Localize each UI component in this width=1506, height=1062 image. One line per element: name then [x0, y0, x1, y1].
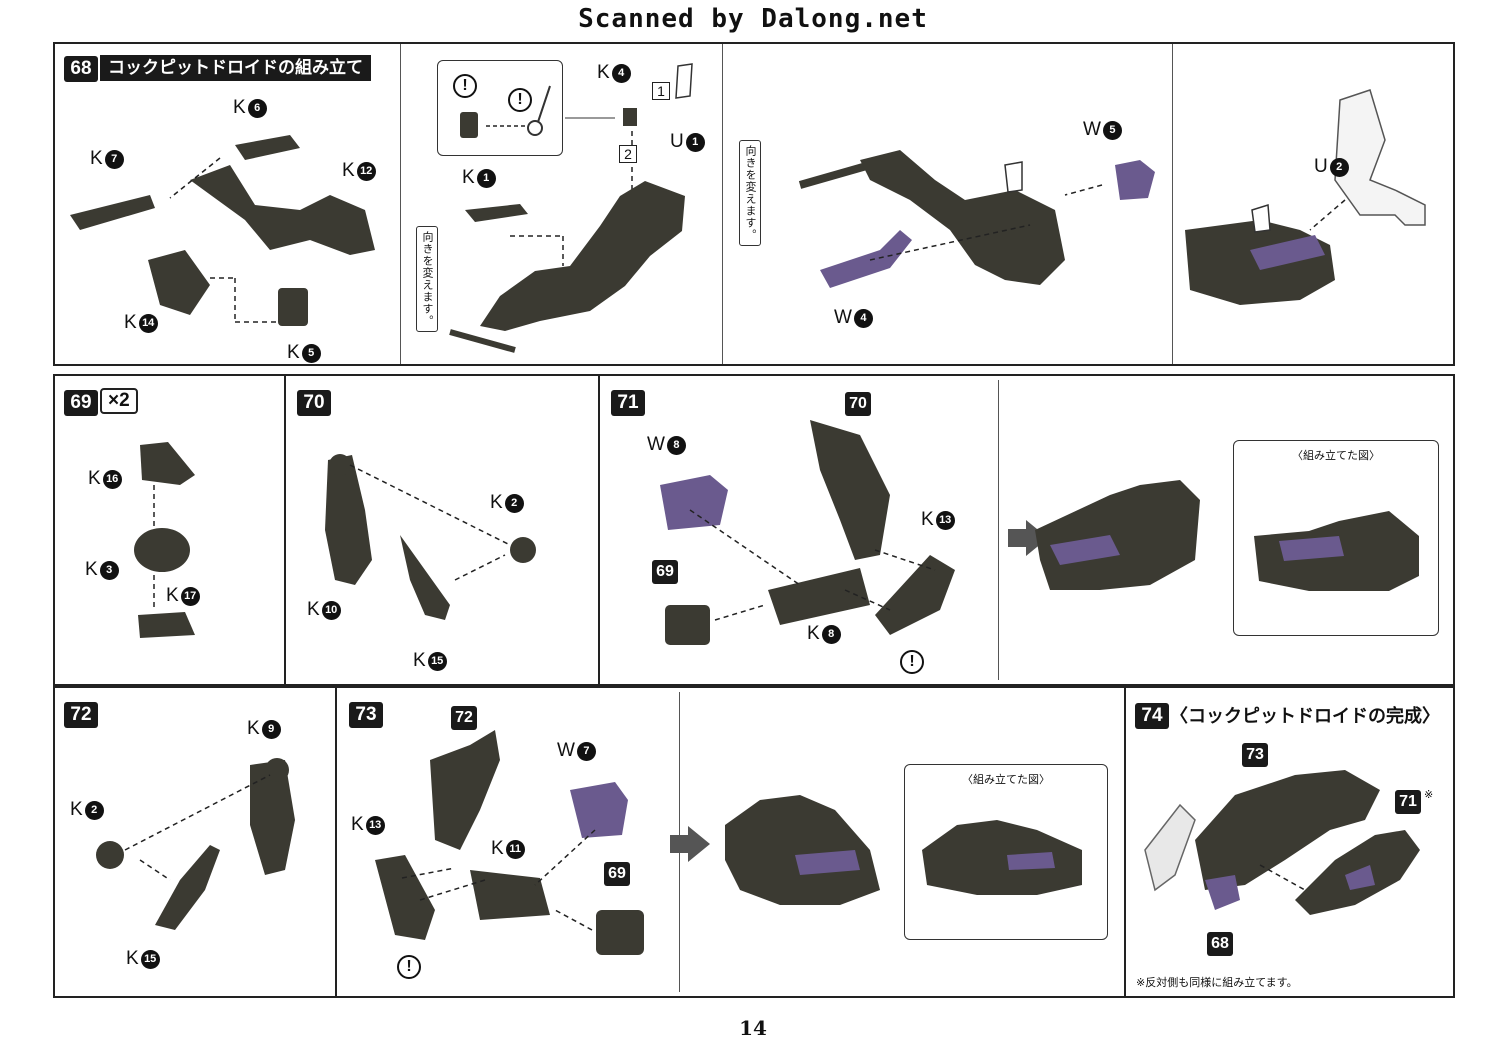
step-71-ref-69: 69 — [652, 560, 678, 584]
step-71-ref-70: 70 — [845, 392, 871, 416]
step-68-rotate-note-1: 向きを変えます。 — [416, 226, 438, 332]
step-68-illustration-c — [798, 150, 1155, 288]
step-72-illustration — [96, 758, 295, 930]
step-74-number: 74 — [1135, 703, 1169, 729]
step-74-ref-71: 71 — [1395, 790, 1421, 814]
step-68-order-box-2: 2 — [619, 145, 637, 163]
step-73-ref-69: 69 — [604, 862, 630, 886]
step-71-assembled-inset: 〈組み立てた図〉 — [1233, 440, 1439, 636]
step-74-ref-73: 73 — [1242, 743, 1268, 767]
step-73-result-illustration — [725, 795, 880, 905]
step-71-result-illustration — [1035, 480, 1200, 590]
step-74-title: 〈コックピットドロイドの完成〉 — [1170, 706, 1440, 726]
row1-divider-1 — [400, 44, 401, 364]
scan-watermark-header: Scanned by Dalong.net — [578, 4, 928, 34]
step-74-footnote: ※反対側も同様に組み立てます。 — [1136, 976, 1298, 989]
step-73-inset-illustration — [922, 820, 1082, 895]
row1-divider-2 — [722, 44, 723, 364]
step-68-illustration-d — [1185, 89, 1426, 305]
step-72-number: 72 — [64, 702, 98, 728]
step-71-inset-title: 〈組み立てた図〉 — [1292, 449, 1380, 462]
step-71-inset-illustration — [1254, 511, 1419, 591]
step-73-ref-72: 72 — [451, 706, 477, 730]
row3-frame — [53, 686, 1455, 998]
step-74-ref-68: 68 — [1207, 932, 1233, 956]
step-74-ref-71-mark: ※ — [1424, 788, 1434, 801]
row1-frame — [53, 42, 1455, 366]
step-68-illustration-b — [449, 63, 693, 353]
caution-icon: ! — [453, 74, 477, 98]
step-71-number: 71 — [611, 390, 645, 416]
step-69-illustration — [134, 442, 195, 638]
row2-divider-2 — [598, 376, 600, 684]
step-73-result-arrow — [670, 826, 710, 862]
row2-divider-3 — [998, 380, 999, 680]
row3-divider-3 — [1124, 688, 1126, 996]
row2-frame — [53, 374, 1455, 686]
step-68-order-box-1: 1 — [652, 82, 670, 100]
step-73-number: 73 — [349, 702, 383, 728]
step-69-multiplier: ×2 — [100, 388, 138, 414]
caution-icon: ! — [508, 88, 532, 112]
step-73-inset-title: 〈組み立てた図〉 — [962, 773, 1050, 786]
step-68-illustration-a — [70, 135, 375, 326]
step-69-number: 69 — [64, 390, 98, 416]
step-71-illustration — [660, 420, 955, 645]
step-74-illustration — [1144, 770, 1420, 915]
step-68-title: コックピットドロイドの組み立て — [100, 55, 371, 81]
step-73-assembled-inset: 〈組み立てた図〉 — [904, 764, 1108, 940]
step-73-illustration — [375, 730, 644, 955]
page-number: 14 — [739, 1016, 767, 1040]
step-70-number: 70 — [297, 390, 331, 416]
row3-divider-1 — [335, 688, 337, 996]
caution-icon: ! — [397, 955, 421, 979]
row1-divider-3 — [1172, 44, 1173, 364]
step-70-illustration — [325, 454, 536, 620]
caution-icon: ! — [900, 650, 924, 674]
step-68-rotate-note-2: 向きを変えます。 — [739, 140, 761, 246]
row2-divider-1 — [284, 376, 286, 684]
step-68-number: 68 — [64, 56, 98, 82]
